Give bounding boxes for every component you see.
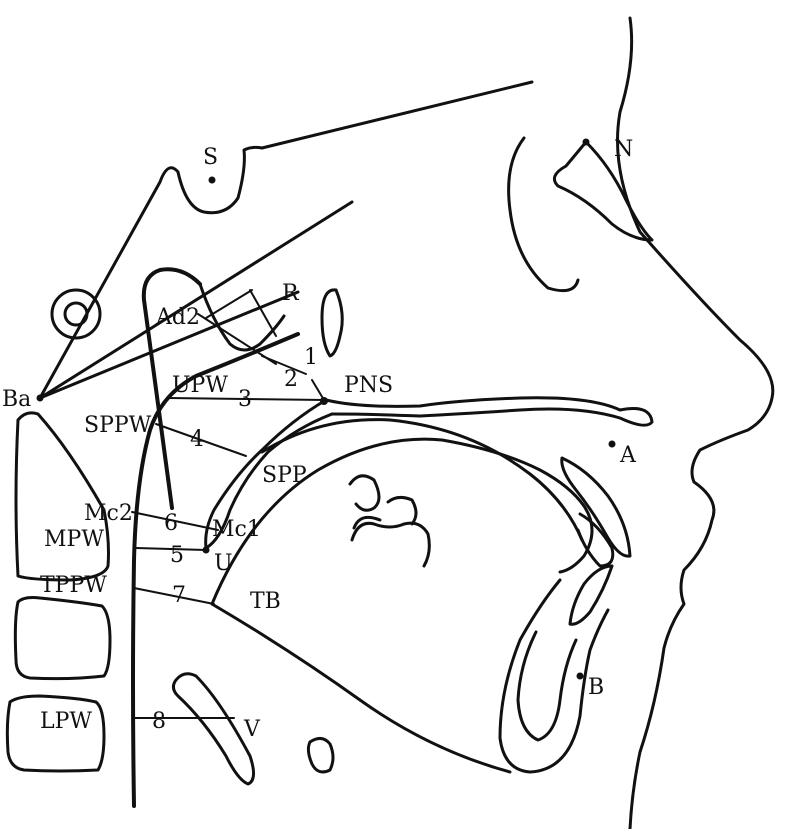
label-measure-8: 8 bbox=[152, 709, 166, 734]
measure-line-1 bbox=[261, 355, 307, 375]
upper-incisor-crown bbox=[576, 512, 615, 568]
label-u: U bbox=[214, 551, 233, 576]
posterior-pharyngeal-wall bbox=[131, 332, 300, 808]
label-measure-1: 1 bbox=[304, 345, 318, 370]
cranial-base-lower-edge bbox=[38, 200, 354, 400]
label-measure-7: 7 bbox=[172, 583, 186, 608]
lower-incisor bbox=[568, 564, 614, 626]
ear-rod-inner bbox=[63, 301, 89, 327]
label-a: A bbox=[619, 443, 637, 468]
label-ba: Ba bbox=[2, 387, 31, 412]
label-lpw: LPW bbox=[40, 709, 92, 734]
vertebra-c2 bbox=[14, 411, 110, 582]
measure-line-6 bbox=[131, 511, 219, 531]
pterygoid-plate bbox=[320, 288, 344, 358]
measure-line-3 bbox=[167, 397, 327, 401]
hyoid-bone bbox=[171, 672, 255, 786]
label-upw: UPW bbox=[172, 373, 228, 398]
label-sppw: SPPW bbox=[84, 413, 152, 438]
u-point bbox=[202, 546, 210, 554]
n-point bbox=[582, 138, 590, 146]
basion-line bbox=[38, 290, 300, 400]
r-line bbox=[205, 289, 253, 319]
s-point bbox=[208, 176, 216, 184]
label-mc1: Mc1 bbox=[212, 517, 261, 542]
nasal-bone bbox=[552, 140, 654, 242]
ba-point bbox=[36, 394, 44, 402]
label-mpw: MPW bbox=[44, 527, 104, 552]
adenoid-outline bbox=[198, 282, 286, 352]
vertebra-c3 bbox=[13, 596, 112, 681]
mandible-lower-border bbox=[210, 602, 512, 774]
pterygoid-line bbox=[141, 267, 202, 510]
label-measure-4: 4 bbox=[190, 427, 204, 452]
measure-line-5 bbox=[135, 547, 207, 551]
mandible-inner bbox=[516, 630, 578, 742]
label-v: V bbox=[243, 717, 261, 742]
label-mc2: Mc2 bbox=[84, 501, 133, 526]
sella-turcica-outline bbox=[38, 145, 264, 400]
facial-profile bbox=[616, 16, 775, 829]
label-b: B bbox=[588, 675, 604, 700]
sn-line bbox=[260, 80, 534, 150]
label-n: N bbox=[614, 137, 633, 162]
label-r: R bbox=[282, 281, 300, 306]
molar-upper bbox=[348, 474, 418, 526]
ad2-line-b bbox=[249, 289, 277, 337]
measure-line-4 bbox=[155, 423, 247, 457]
upper-incisor bbox=[560, 456, 632, 558]
label-measure-6: 6 bbox=[164, 511, 178, 536]
label-tppw: TPPW bbox=[40, 573, 107, 598]
label-measure-2: 2 bbox=[284, 367, 298, 392]
label-measure-3: 3 bbox=[238, 387, 252, 412]
vertebra-c4 bbox=[5, 694, 106, 773]
ear-rod-outer bbox=[50, 288, 102, 340]
soft-palate bbox=[204, 412, 334, 550]
pns-point bbox=[320, 397, 328, 405]
label-measure-5: 5 bbox=[170, 543, 184, 568]
measure-line-7 bbox=[133, 587, 215, 605]
label-spp: SPP bbox=[262, 463, 307, 488]
mandible-symphysis bbox=[498, 578, 610, 774]
label-tb: TB bbox=[250, 589, 281, 614]
label-ad2: Ad2 bbox=[155, 305, 200, 330]
pns-arrow bbox=[311, 379, 325, 401]
hyoid-body bbox=[306, 737, 335, 774]
tongue-dorsum bbox=[260, 418, 584, 542]
label-s: S bbox=[203, 145, 218, 170]
orbit-outline bbox=[507, 136, 580, 293]
hard-palate bbox=[324, 396, 654, 427]
label-pns: PNS bbox=[344, 373, 393, 398]
b-point bbox=[576, 672, 584, 680]
molar-lower bbox=[350, 515, 431, 568]
a-point bbox=[608, 440, 616, 448]
